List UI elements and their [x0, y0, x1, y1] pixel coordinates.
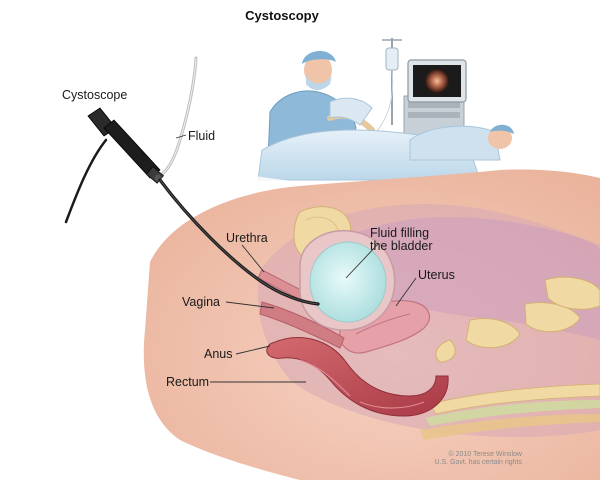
label-urethra: Urethra: [226, 231, 268, 245]
label-fluid-filling-line2: the bladder: [370, 239, 433, 253]
vaginal-canal: [259, 301, 345, 349]
light-cable: [64, 138, 108, 224]
iv-bag: [385, 47, 399, 71]
patient-head: [488, 127, 512, 149]
patient-legs: [329, 97, 373, 126]
endoscope-view-icon: [425, 69, 449, 93]
label-vagina: Vagina: [182, 295, 220, 309]
fluid-filled-bladder: [309, 241, 387, 323]
sacrum-bones: [435, 276, 600, 363]
diagram-title: Cystoscopy: [245, 8, 319, 23]
copyright-line2: U.S. Govt. has certain rights: [434, 459, 522, 466]
rectum: [266, 337, 449, 417]
label-anus: Anus: [204, 347, 233, 361]
surgeon-head: [304, 54, 332, 86]
pelvic-cross-section: [143, 169, 600, 480]
operating-room-scene: [250, 38, 520, 190]
label-fluid: Fluid: [188, 129, 215, 143]
leader-lines: [175, 134, 417, 383]
fluid-tube: [158, 56, 198, 178]
label-uterus: Uterus: [418, 268, 455, 282]
cystoscope: [64, 107, 320, 306]
surgeon-cap: [302, 50, 336, 64]
copyright-line1: © 2010 Terese Winslow: [448, 450, 522, 458]
label-fluid-filling-line1: Fluid filling: [370, 226, 429, 240]
label-rectum: Rectum: [166, 375, 209, 389]
label-cystoscope: Cystoscope: [62, 88, 127, 102]
cystoscope-body: [103, 119, 161, 179]
